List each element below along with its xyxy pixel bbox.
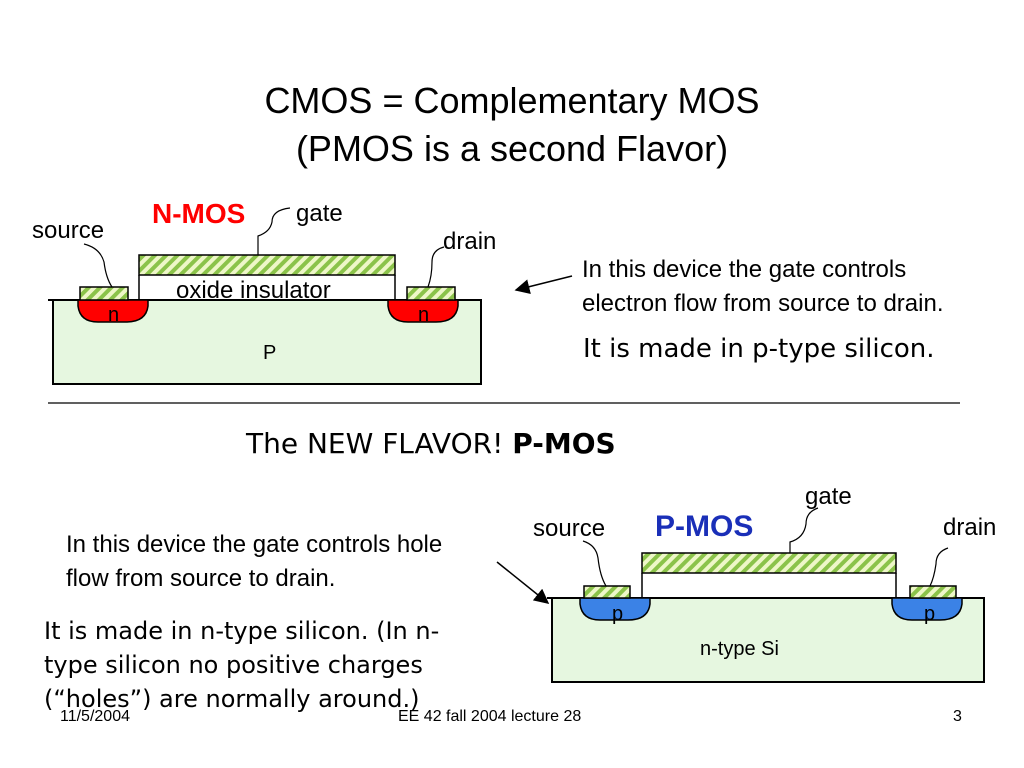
nmos-made-in: It is made in p-type silicon. <box>583 334 935 364</box>
nmos-drain-contact <box>406 286 456 301</box>
nmos-n-well-right <box>387 299 459 323</box>
pmos-drain-leader <box>929 547 949 587</box>
nmos-gate <box>138 254 396 276</box>
nmos-drain-label: drain <box>443 228 497 255</box>
pmos-note-line1: In this device the gate controls hole <box>66 531 443 558</box>
pmos-device <box>547 507 985 683</box>
footer-page-number: 3 <box>953 708 962 725</box>
pmos-made-in-line1: It is made in n-type silicon. (In n- <box>44 617 440 645</box>
nmos-n-right-label: n <box>418 304 430 326</box>
pmos-substrate-label: n-type Si <box>700 638 779 660</box>
nmos-note-line2: electron flow from source to drain. <box>582 290 944 317</box>
nmos-substrate-label: P <box>263 342 277 364</box>
pmos-gate <box>641 552 897 574</box>
nmos-note-arrow <box>514 275 573 295</box>
slide-title-line1: CMOS = Complementary MOS <box>264 80 760 121</box>
pmos-source-contact <box>583 585 631 599</box>
pmos-p-right-label: p <box>924 603 936 625</box>
nmos-source-leader <box>83 243 113 288</box>
pmos-heading: P-MOS <box>655 510 754 543</box>
pmos-note-arrow <box>496 561 550 604</box>
pmos-p-well-right <box>891 597 963 621</box>
new-flavor-bold: P-MOS <box>512 427 616 460</box>
nmos-gate-leader <box>257 207 291 255</box>
slide-title-line2: (PMOS is a second Flavor) <box>295 128 729 169</box>
pmos-gate-label: gate <box>805 483 852 510</box>
nmos-n-well-left <box>77 299 149 323</box>
pmos-made-in-line3: (“holes”) are normally around.) <box>44 685 420 713</box>
pmos-p-left-label: p <box>612 603 624 625</box>
pmos-source-label: source <box>533 515 606 542</box>
nmos-drain-leader <box>427 246 445 288</box>
nmos-device <box>48 207 482 385</box>
nmos-gate-label: gate <box>296 200 343 227</box>
pmos-drain-label: drain <box>943 514 997 541</box>
pmos-source-leader <box>582 540 607 587</box>
pmos-gate-leader <box>789 507 819 553</box>
nmos-heading: N-MOS <box>152 198 246 229</box>
footer-course: EE 42 fall 2004 lecture 28 <box>398 708 582 725</box>
nmos-source-label: source <box>32 217 105 244</box>
pmos-note-line2: flow from source to drain. <box>66 565 336 592</box>
nmos-source-contact <box>79 286 129 301</box>
pmos-drain-contact <box>909 585 957 599</box>
nmos-n-left-label: n <box>108 304 120 326</box>
footer-date: 11/5/2004 <box>60 708 130 725</box>
pmos-p-well-left <box>579 597 651 621</box>
pmos-made-in-line2: type silicon no positive charges <box>44 651 423 679</box>
new-flavor-heading: The NEW FLAVOR! P-MOS <box>246 427 616 460</box>
nmos-oxide-label: oxide insulator <box>176 277 331 304</box>
new-flavor-text: The NEW FLAVOR! <box>246 427 504 460</box>
nmos-note-line1: In this device the gate controls <box>582 256 907 283</box>
